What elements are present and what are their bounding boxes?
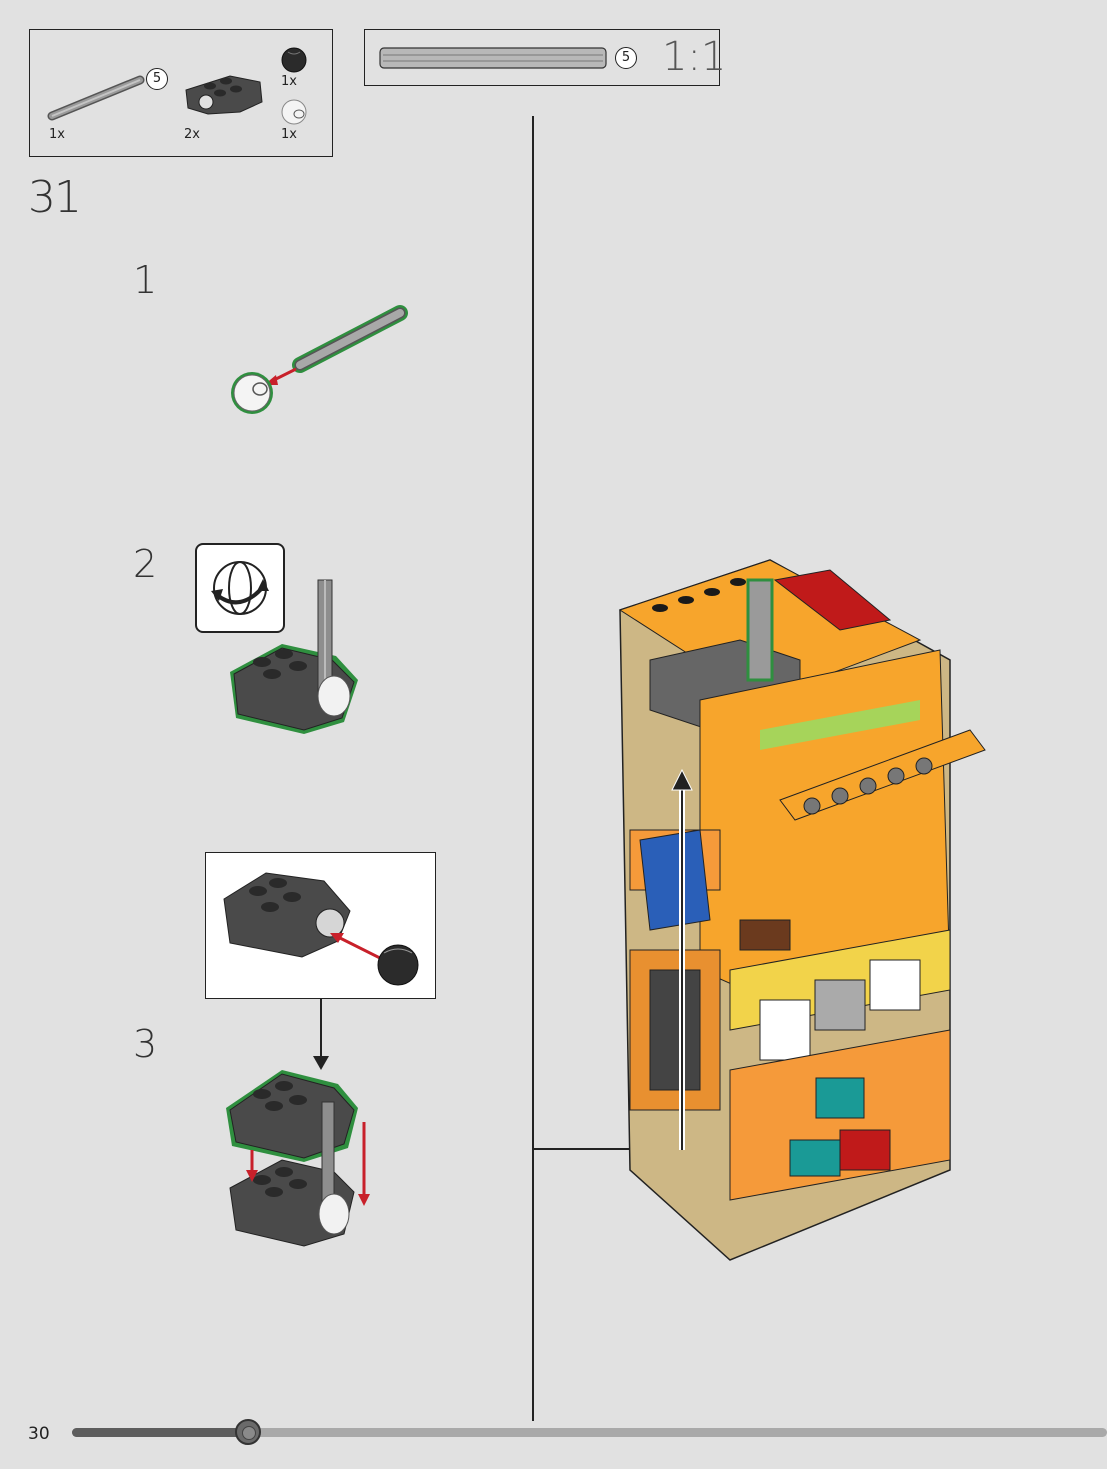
main-model-illustration: [600, 550, 1000, 1270]
white-ball-quantity: 1x: [281, 127, 297, 142]
scale-length-badge: 5: [615, 47, 637, 69]
callout-arrow: [338, 937, 382, 959]
black-ball-part-icon: [282, 48, 306, 72]
page-number: 30: [28, 1424, 50, 1444]
substep-3-illustration: [222, 1064, 382, 1254]
substep-3-callout: [205, 852, 436, 999]
axle-highlighted: [300, 313, 400, 365]
scale-label: 1:1: [662, 34, 726, 80]
axle-scale-graphic: [379, 44, 609, 72]
substep-1-illustration: [220, 295, 420, 425]
axle-length-badge: 5: [146, 68, 168, 90]
substep-2-number: 2: [133, 542, 157, 586]
axle-part-icon: [52, 80, 140, 116]
axle-quantity: 1x: [49, 127, 65, 142]
substep-3-number: 3: [133, 1022, 157, 1066]
substep-2-illustration: [222, 572, 372, 742]
progress-knob: [235, 1419, 261, 1445]
callout-down-line: [320, 999, 322, 1057]
callout-illustration: [206, 853, 434, 997]
scale-reference-box: 5 1:1: [364, 29, 720, 86]
progress-fill: [72, 1428, 248, 1437]
connector-part-icon: [186, 76, 262, 114]
substep-1-number: 1: [133, 258, 157, 302]
black-ball-quantity: 1x: [281, 74, 297, 89]
parts-list-box: 5 1x 2x 1x 1x: [29, 29, 333, 157]
page-divider: [532, 116, 534, 1421]
white-ball-part-icon: [282, 100, 306, 124]
connector-quantity: 2x: [184, 127, 200, 142]
step-number: 31: [28, 172, 80, 223]
